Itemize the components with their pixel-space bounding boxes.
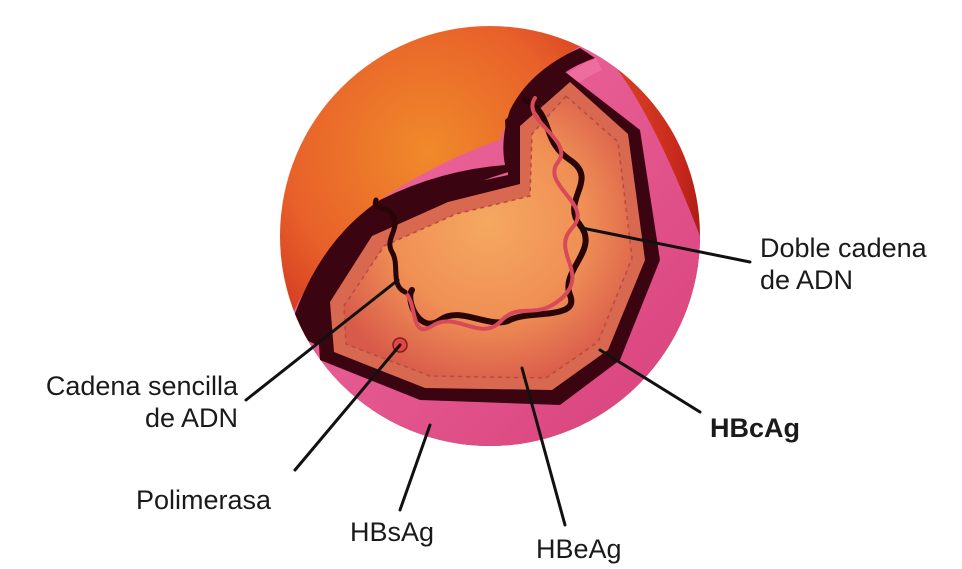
label-hbsag-text: HBsAg: [350, 516, 434, 548]
label-hbcag-text: HBcAg: [710, 412, 800, 444]
label-hbeag: HBeAg: [536, 533, 622, 565]
label-hbsag: HBsAg: [350, 516, 434, 548]
label-doble-cadena-line1: Doble cadena: [760, 232, 927, 264]
label-hbcag: HBcAg: [710, 412, 800, 444]
label-polimerasa: Polimerasa: [136, 484, 271, 516]
label-cadena-sencilla-line1: Cadena sencilla: [0, 370, 238, 402]
label-doble-cadena-line2: de ADN: [760, 264, 927, 296]
label-cadena-sencilla: Cadena sencilla de ADN: [0, 370, 238, 434]
label-polimerasa-text: Polimerasa: [136, 484, 271, 516]
label-hbeag-text: HBeAg: [536, 533, 622, 565]
leader-hbsag: [400, 425, 430, 510]
label-cadena-sencilla-line2: de ADN: [0, 402, 238, 434]
label-doble-cadena: Doble cadena de ADN: [760, 232, 927, 296]
